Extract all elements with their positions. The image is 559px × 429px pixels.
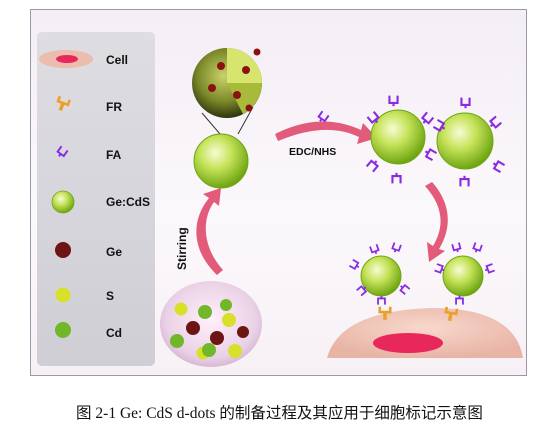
binding-arrow <box>425 182 448 262</box>
bound-dot-1 <box>348 241 411 306</box>
legend-label-fa: FA <box>106 148 122 162</box>
legend-gecds-icon <box>51 190 75 214</box>
gecds-dot <box>193 133 249 189</box>
figure-caption: 图 2-1 Ge: CdS d-dots 的制备过程及其应用于细胞标记示意图 <box>76 405 483 422</box>
legend-label-gecds: Ge:CdS <box>106 195 150 209</box>
legend-cell-icon <box>39 50 93 68</box>
legend-cd-icon <box>55 322 71 338</box>
legend-s-icon <box>55 287 71 303</box>
edc-arrow <box>275 121 377 144</box>
legend-label-fr: FR <box>106 100 122 114</box>
magnified-dot <box>192 48 262 135</box>
legend-label-ge: Ge <box>106 245 122 259</box>
conjugate-dot-2 <box>432 96 506 188</box>
legend-label-cd: Cd <box>106 326 122 340</box>
legend-panel <box>37 32 155 366</box>
legend-ge-icon <box>55 242 71 258</box>
diagram-canvas: Cell FR FA Ge:CdS Ge S Cd Stirring <box>37 32 523 367</box>
stirring-arrow <box>196 188 223 275</box>
conjugate-dot-1 <box>365 94 438 185</box>
target-cell <box>327 308 523 358</box>
stirring-label: Stirring <box>175 227 189 270</box>
legend-label-s: S <box>106 289 114 303</box>
bound-dot-2 <box>433 241 496 306</box>
figure-frame: Cell FR FA Ge:CdS Ge S Cd Stirring <box>30 9 527 376</box>
legend-label-cell: Cell <box>106 53 128 67</box>
edc-nhs-label: EDC/NHS <box>289 146 336 158</box>
precursor-solution <box>160 281 262 367</box>
